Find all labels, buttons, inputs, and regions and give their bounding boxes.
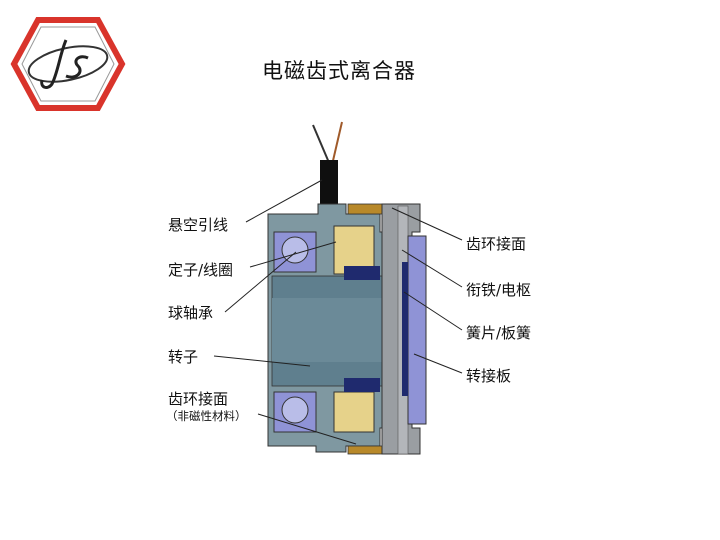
- tooth-ring-upper: [347, 203, 383, 215]
- js-logo: [10, 17, 126, 111]
- coil-lower: [333, 391, 375, 433]
- label-tooth-ring-face-left: 齿环接面: [168, 390, 229, 408]
- label-nonmagnetic-material: （非磁性材料）: [166, 409, 247, 423]
- insert-upper: [344, 266, 380, 280]
- leaf-spring: [402, 262, 408, 396]
- label-suspended-lead: 悬空引线: [168, 216, 229, 234]
- cable-sleeve: [320, 160, 338, 208]
- label-tooth-ring-face-right: 齿环接面: [466, 235, 527, 253]
- lead-wire: [312, 124, 331, 166]
- label-stator-coil: 定子/线圈: [168, 261, 234, 279]
- label-rotor: 转子: [168, 348, 199, 366]
- tooth-ring-lower: [347, 445, 383, 455]
- leader-lines: [213, 179, 463, 445]
- rotor-bore: [272, 298, 384, 362]
- label-adapter-plate: 转接板: [466, 367, 512, 385]
- label-ball-bearing: 球轴承: [168, 304, 214, 322]
- adapter-plate: [407, 235, 427, 425]
- lead-wire: [331, 121, 343, 166]
- label-leaf-spring: 簧片/板簧: [466, 324, 532, 342]
- page-title: 电磁齿式离合器: [262, 59, 416, 83]
- insert-lower: [344, 378, 380, 392]
- label-armature: 衔铁/电枢: [466, 281, 532, 299]
